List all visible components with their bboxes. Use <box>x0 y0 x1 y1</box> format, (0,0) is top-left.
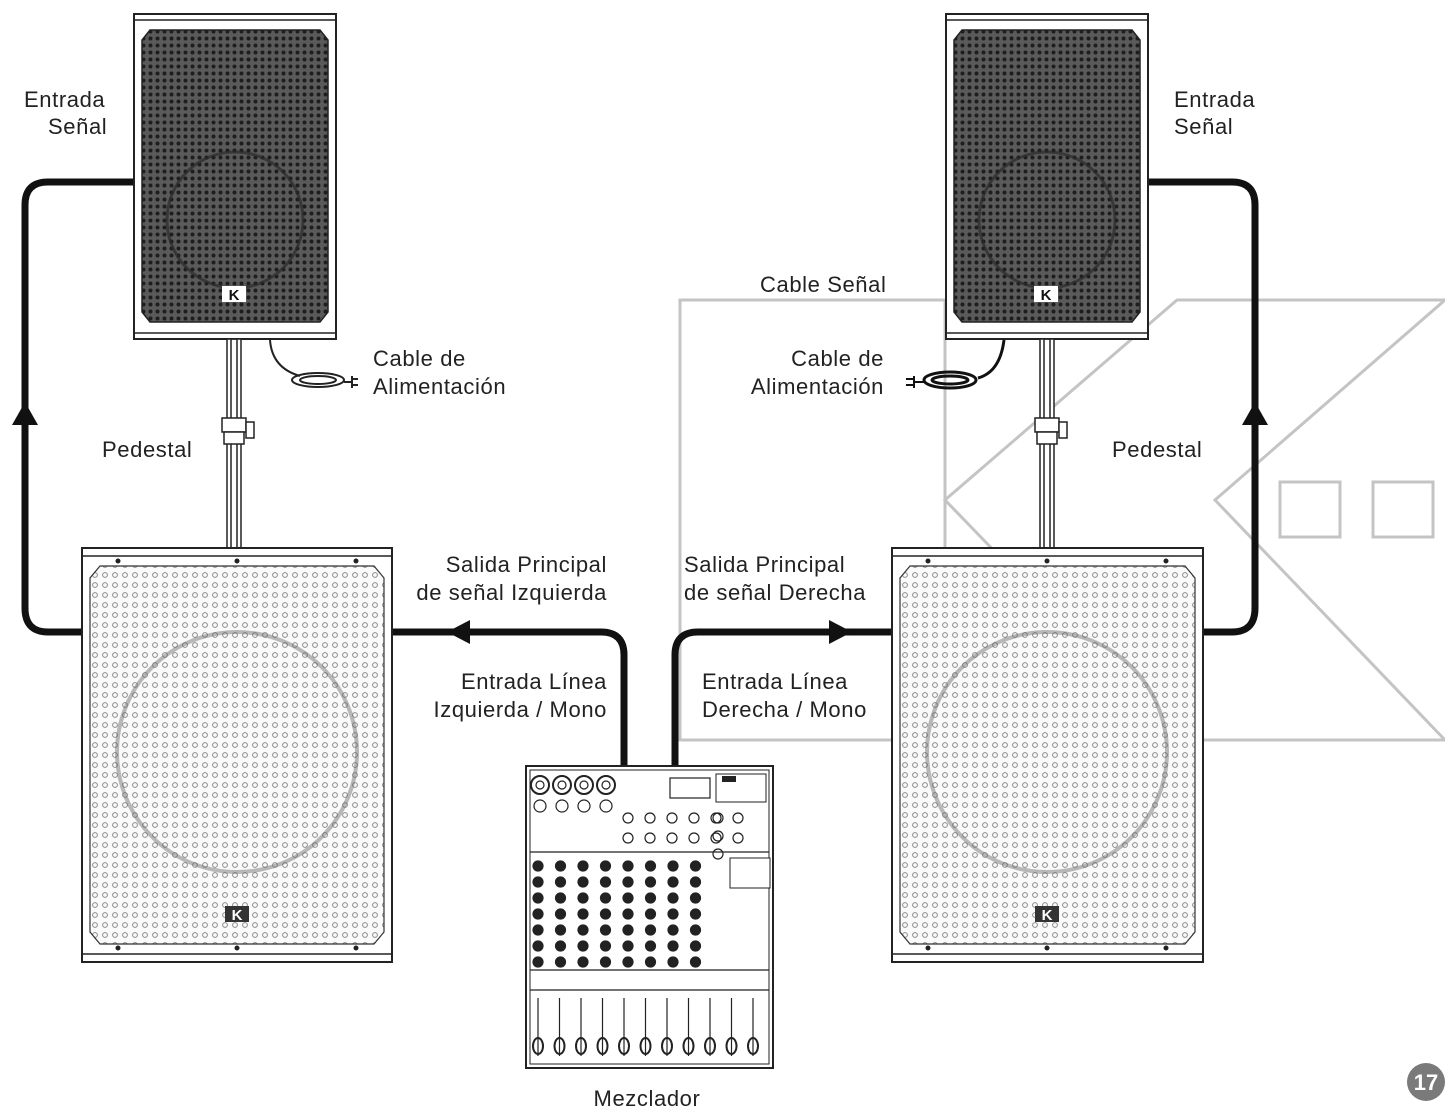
label-entrada-linea-derecha: Entrada Línea <box>702 669 848 694</box>
channel-knob-icon <box>691 941 701 951</box>
svg-text:K: K <box>232 907 243 924</box>
left-pedestal-pole <box>222 339 254 549</box>
channel-knob-icon <box>623 957 633 967</box>
channel-knob-icon <box>623 893 633 903</box>
page-number-badge: 17 <box>1407 1063 1445 1101</box>
label-entrada-senal-left: Entrada <box>24 87 105 112</box>
channel-knob-icon <box>623 909 633 919</box>
label-entrada-senal-right-2: Señal <box>1174 114 1233 139</box>
channel-knob-icon <box>578 925 588 935</box>
channel-knob-icon <box>556 957 566 967</box>
page-number: 17 <box>1414 1070 1438 1095</box>
arrow-up-left-icon <box>12 402 38 425</box>
channel-knob-icon <box>556 893 566 903</box>
channel-knob-icon <box>668 877 678 887</box>
channel-knob-icon <box>646 957 656 967</box>
label-salida-izquierda: Salida Principal <box>446 552 607 577</box>
mixer-display <box>670 778 710 798</box>
right-subwoofer: K <box>892 548 1203 962</box>
channel-knob-icon <box>578 893 588 903</box>
channel-knob-icon <box>691 877 701 887</box>
svg-text:K: K <box>229 287 240 304</box>
label-entrada-linea-izquierda: Entrada Línea <box>461 669 607 694</box>
channel-knob-icon <box>623 941 633 951</box>
label-salida-derecha-2: de señal Derecha <box>684 580 866 605</box>
channel-knob-icon <box>646 893 656 903</box>
channel-knob-icon <box>578 909 588 919</box>
channel-knob-icon <box>556 877 566 887</box>
channel-knob-icon <box>533 861 543 871</box>
channel-knob-icon <box>601 941 611 951</box>
channel-knob-icon <box>578 877 588 887</box>
label-entrada-linea-derecha-2: Derecha / Mono <box>702 697 867 722</box>
channel-knob-icon <box>556 861 566 871</box>
channel-knob-icon <box>601 909 611 919</box>
channel-knob-icon <box>533 941 543 951</box>
arrow-up-right-icon <box>1242 402 1268 425</box>
label-cable-alim-right: Cable de <box>791 346 884 371</box>
right-pedestal-pole <box>1035 339 1067 549</box>
channel-knob-icon <box>533 957 543 967</box>
channel-knob-icon <box>668 909 678 919</box>
label-cable-alim-left-2: Alimentación <box>373 374 506 399</box>
label-entrada-senal-right: Entrada <box>1174 87 1255 112</box>
label-salida-izquierda-2: de señal Izquierda <box>416 580 607 605</box>
channel-knob-icon <box>623 877 633 887</box>
arrow-left-icon <box>447 620 470 644</box>
channel-knob-icon <box>691 893 701 903</box>
channel-knob-icon <box>668 893 678 903</box>
channel-knob-icon <box>556 909 566 919</box>
channel-knob-icon <box>601 957 611 967</box>
channel-knob-icon <box>668 941 678 951</box>
right-top-speaker: K <box>946 14 1148 339</box>
label-entrada-linea-izquierda-2: Izquierda / Mono <box>434 697 607 722</box>
channel-knob-icon <box>601 925 611 935</box>
label-pedestal-left: Pedestal <box>102 437 192 462</box>
svg-text:K: K <box>1041 287 1052 304</box>
channel-knob-icon <box>601 893 611 903</box>
label-cable-alim-left: Cable de <box>373 346 466 371</box>
right-power-cable <box>906 340 1004 388</box>
channel-knob-icon <box>691 957 701 967</box>
channel-knob-icon <box>646 877 656 887</box>
channel-knob-icon <box>533 925 543 935</box>
label-mezclador-text: Mezclador <box>594 1086 701 1109</box>
label-salida-derecha: Salida Principal <box>684 552 845 577</box>
channel-knob-icon <box>646 941 656 951</box>
svg-text:K: K <box>1042 907 1053 924</box>
channel-knob-icon <box>601 877 611 887</box>
channel-knob-icon <box>623 861 633 871</box>
channel-knob-icon <box>533 909 543 919</box>
channel-knob-icon <box>646 861 656 871</box>
label-entrada-senal-left-2: Señal <box>48 114 107 139</box>
mixer-output-panel <box>730 858 770 888</box>
channel-knob-icon <box>556 925 566 935</box>
channel-knob-icon <box>623 925 633 935</box>
left-top-speaker: K <box>134 14 336 339</box>
left-power-cable <box>270 340 358 388</box>
channel-knob-icon <box>668 957 678 967</box>
channel-knob-icon <box>646 909 656 919</box>
channel-knob-icon <box>691 909 701 919</box>
label-cable-alim-right-2: Alimentación <box>751 374 884 399</box>
channel-knob-icon <box>601 861 611 871</box>
channel-knob-icon <box>578 957 588 967</box>
channel-knob-icon <box>556 941 566 951</box>
label-cable-senal: Cable Señal <box>760 272 886 297</box>
channel-knob-icon <box>691 861 701 871</box>
arrow-right-icon <box>829 620 852 644</box>
channel-knob-icon <box>646 925 656 935</box>
left-subwoofer: K <box>82 548 392 962</box>
channel-knob-icon <box>578 861 588 871</box>
channel-knob-icon <box>691 925 701 935</box>
channel-knob-icon <box>533 893 543 903</box>
channel-knob-icon <box>533 877 543 887</box>
mixer <box>526 766 773 1068</box>
label-pedestal-right: Pedestal <box>1112 437 1202 462</box>
channel-knob-icon <box>668 861 678 871</box>
mixer-usb-port <box>722 776 736 782</box>
channel-knob-icon <box>578 941 588 951</box>
channel-knob-icon <box>668 925 678 935</box>
